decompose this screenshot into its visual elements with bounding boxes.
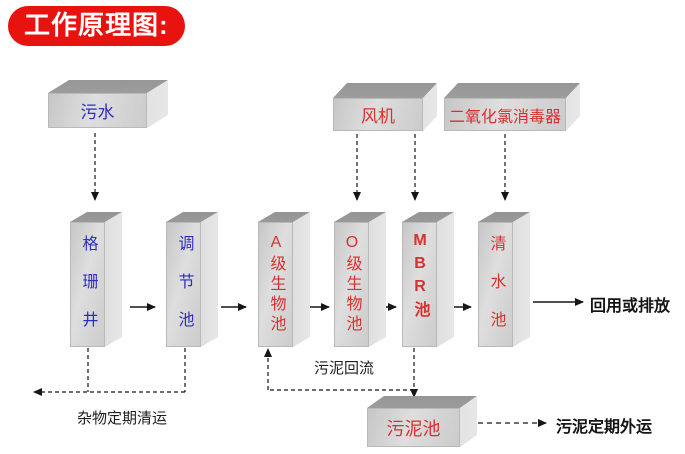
box-fan: 风机 <box>333 83 437 131</box>
box-sewage-label: 污水 <box>80 103 115 122</box>
pillar-a-bio-tank-label: A级生物池 <box>267 234 285 335</box>
pillar-clear-water-tank: 清水池 <box>478 212 530 349</box>
pillar-mbr-tank: MBR池 <box>402 212 454 347</box>
pillar-mbr-tank-label: MBR池 <box>411 232 429 323</box>
box-disinfector: 二氧化氯消毒器 <box>444 83 580 131</box>
pillar-regulating-tank: 调节池 <box>166 212 218 349</box>
box-sludge-tank: 污泥池 <box>367 396 477 447</box>
pillar-regulating-tank-front-face: 调节池 <box>166 222 201 349</box>
pillar-mbr-tank-front-face: MBR池 <box>402 222 437 347</box>
pillar-o-bio-tank: O级生物池 <box>334 212 386 347</box>
label-sludge-transport: 污泥定期外运 <box>556 419 653 436</box>
pillar-o-bio-tank-front-face: O级生物池 <box>334 222 369 347</box>
pillar-grid-well: 格珊井 <box>70 212 122 349</box>
pillar-grid-well-label: 格珊井 <box>79 235 97 349</box>
box-sludge-tank-front-face: 污泥池 <box>367 408 460 447</box>
pillar-clear-water-tank-front-face: 清水池 <box>478 222 513 349</box>
pillar-o-bio-tank-label: O级生物池 <box>343 234 361 335</box>
pillar-clear-water-tank-label: 清水池 <box>487 235 505 349</box>
pillar-regulating-tank-label: 调节池 <box>175 235 193 349</box>
pillar-a-bio-tank: A级生物池 <box>258 212 310 347</box>
label-reuse-or-discharge: 回用或排放 <box>590 298 671 315</box>
box-sludge-tank-label: 污泥池 <box>386 418 441 439</box>
box-disinfector-front-face: 二氧化氯消毒器 <box>444 98 566 131</box>
label-debris-removal: 杂物定期清运 <box>76 410 167 427</box>
pillar-grid-well-front-face: 格珊井 <box>70 222 105 349</box>
box-disinfector-label: 二氧化氯消毒器 <box>448 108 561 126</box>
label-sludge-return: 污泥回流 <box>314 360 375 377</box>
box-fan-label: 风机 <box>361 107 395 126</box>
pillar-a-bio-tank-front-face: A级生物池 <box>258 222 293 347</box>
page-title: 工作原理图: <box>8 6 185 46</box>
box-fan-front-face: 风机 <box>333 98 423 131</box>
box-sewage: 污水 <box>48 80 168 128</box>
box-sewage-front-face: 污水 <box>48 93 147 128</box>
